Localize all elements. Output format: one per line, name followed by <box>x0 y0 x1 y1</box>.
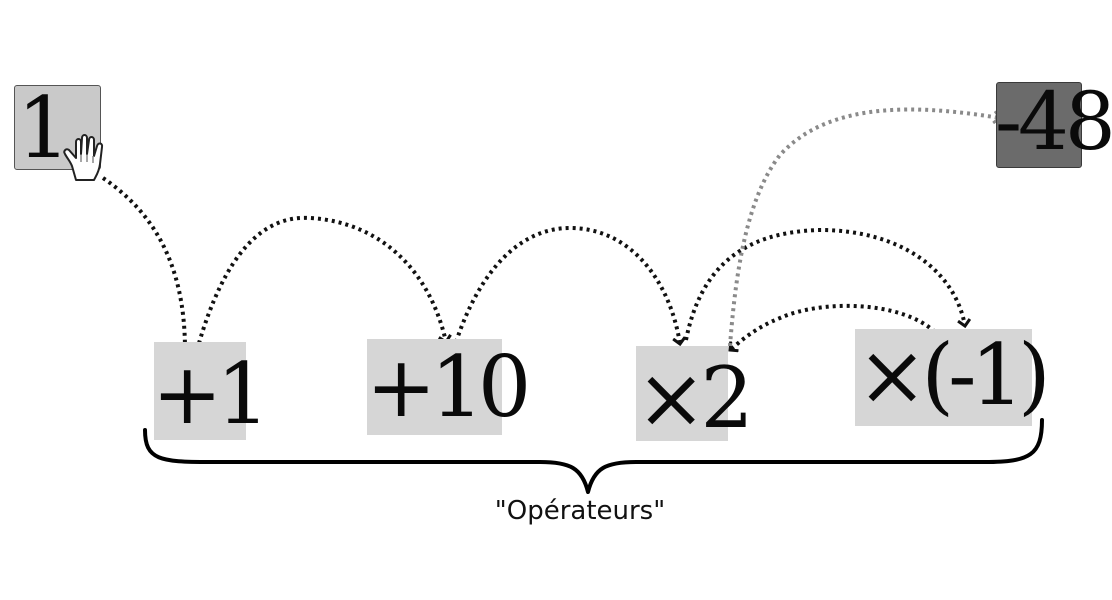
arrow-times2-to-timesneg1 <box>684 227 965 341</box>
arrow-plus10-to-times2 <box>454 225 680 344</box>
arrow-times2-to-result <box>728 107 1000 347</box>
operator-plus-10[interactable]: +10 <box>366 339 531 435</box>
operators-label: "Opérateurs" <box>494 496 666 526</box>
operator-label: +1 <box>152 345 270 443</box>
operator-plus-1[interactable]: +1 <box>152 342 270 440</box>
arrow-plus1-to-plus10 <box>195 215 446 351</box>
operator-label: +10 <box>366 338 531 436</box>
start-value: 1 <box>17 79 70 177</box>
operator-times-2[interactable]: ×2 <box>636 346 754 441</box>
arrow-timesneg1-to-times2 <box>730 303 937 350</box>
result-value-tile: -48 <box>995 82 1112 168</box>
result-value: -48 <box>995 75 1112 168</box>
hand-cursor-icon <box>63 134 104 181</box>
operator-label: ×(-1) <box>857 326 1051 424</box>
operator-times-minus-1[interactable]: ×(-1) <box>855 329 1051 426</box>
operator-label: ×2 <box>636 349 754 447</box>
